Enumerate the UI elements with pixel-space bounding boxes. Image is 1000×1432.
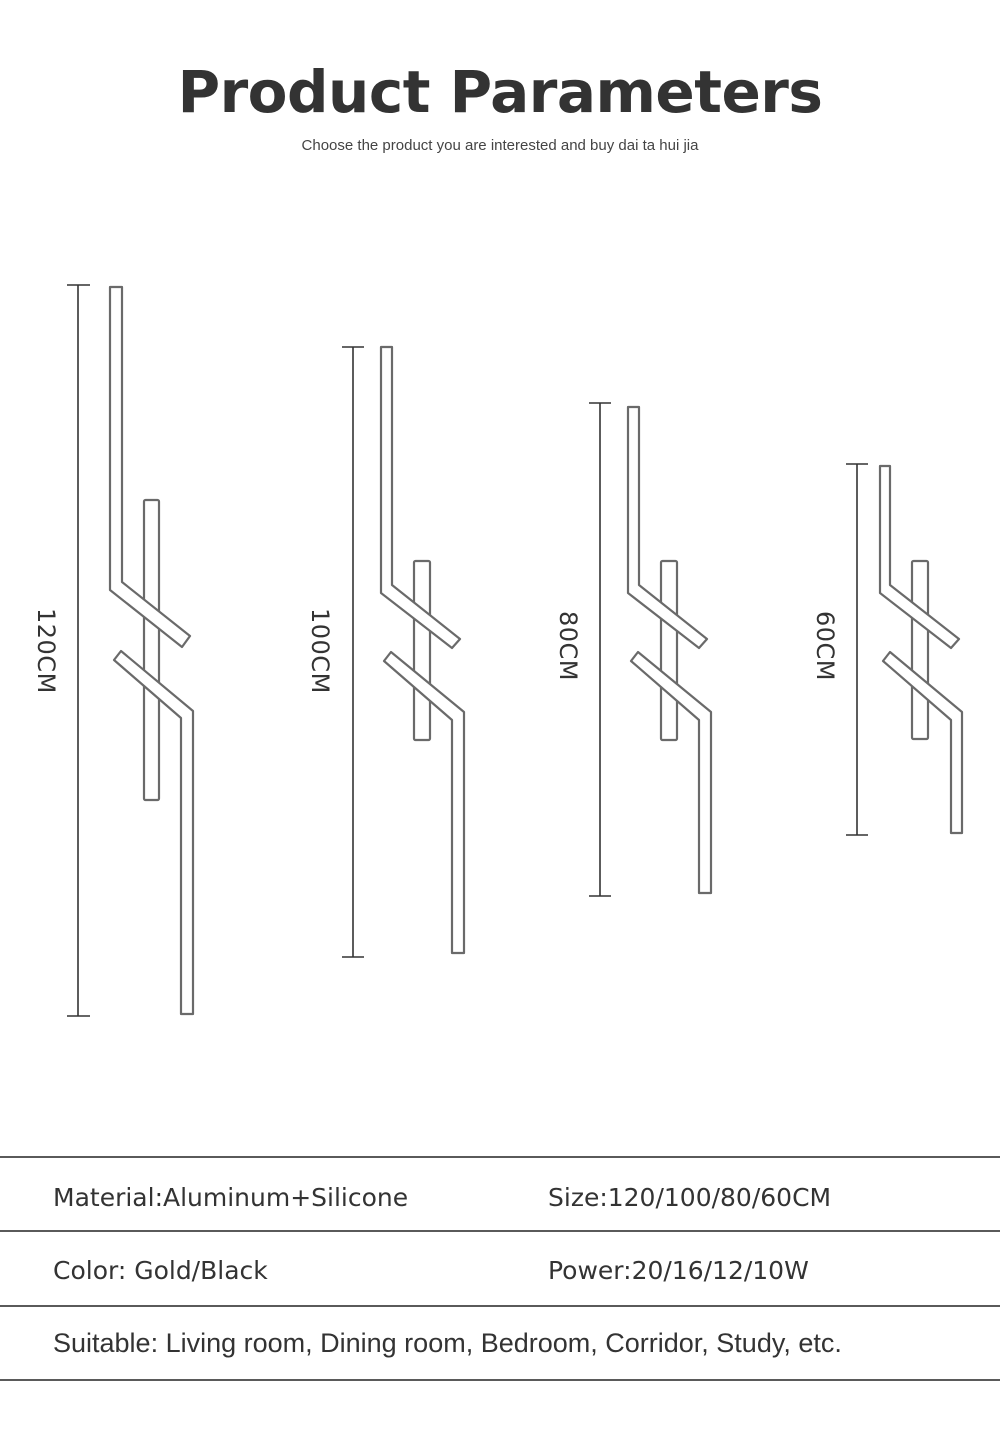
table-rule-2 <box>0 1230 1000 1232</box>
spec-size: Size:120/100/80/60CM <box>548 1183 832 1212</box>
lamp-outline-120 <box>108 285 195 1016</box>
spec-power: Power:20/16/12/10W <box>548 1256 809 1285</box>
dimension-label-60: 60CM <box>811 610 839 681</box>
dimension-line-120 <box>67 284 90 1017</box>
table-rule-bottom <box>0 1379 1000 1381</box>
dimension-label-100: 100CM <box>306 608 334 694</box>
lamp-outline-80 <box>626 405 713 895</box>
dimension-label-80: 80CM <box>554 610 582 681</box>
dimension-line-60 <box>846 463 868 836</box>
dimension-label-120: 120CM <box>32 608 60 694</box>
spec-suitable: Suitable: Living room, Dining room, Bedr… <box>53 1328 842 1358</box>
lamp-outline-100 <box>379 345 466 955</box>
table-rule-3 <box>0 1305 1000 1307</box>
lamp-size-diagram <box>67 284 964 1017</box>
page-title: Product Parameters <box>177 58 823 126</box>
spec-color: Color: Gold/Black <box>53 1256 268 1285</box>
lamp-outline-60 <box>878 464 964 835</box>
spec-material: Material:Aluminum+Silicone <box>53 1183 409 1212</box>
dimension-line-100 <box>342 346 364 958</box>
table-rule-top <box>0 1156 1000 1158</box>
dimension-line-80 <box>589 402 611 897</box>
page-subtitle: Choose the product you are interested an… <box>301 137 699 154</box>
